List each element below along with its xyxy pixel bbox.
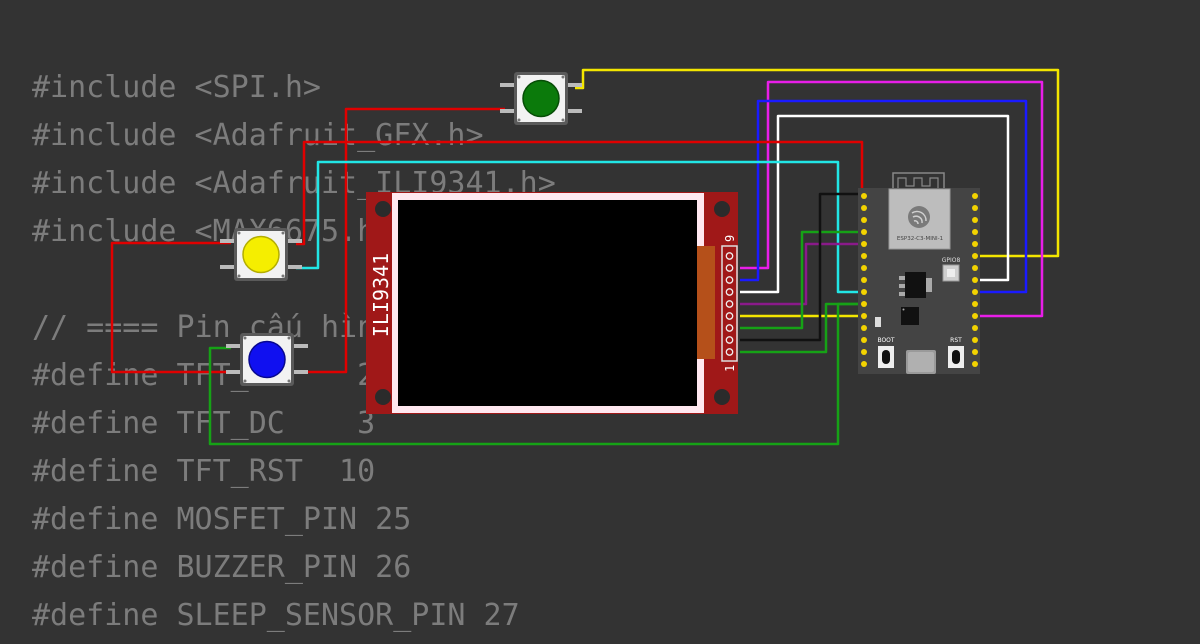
pushbutton-blue[interactable]: [226, 333, 308, 386]
wire-yellow[interactable]: [575, 68, 1060, 258]
pushbutton-green[interactable]: [500, 72, 582, 125]
esp32-module-label: ESP32-C3-MINI-1: [897, 236, 943, 242]
button-cap-blue[interactable]: [248, 340, 286, 379]
code-line: #include <Adafruit_GFX.h>: [32, 118, 484, 153]
wire-red-btn-blue[interactable]: [300, 107, 505, 374]
wire-white[interactable]: [740, 114, 1010, 294]
esp32-right-pins: [972, 193, 978, 367]
code-line: #define TFT_RST 10: [32, 454, 376, 489]
display-pin-header: [721, 245, 738, 362]
button-cap-green[interactable]: [522, 79, 560, 118]
ili9341-display[interactable]: ILI9341 9 1: [366, 192, 738, 414]
display-label: ILI9341: [369, 253, 393, 337]
wire-red-btn-yellow[interactable]: [110, 241, 231, 374]
wire-purple[interactable]: [740, 242, 862, 306]
wire-black[interactable]: [740, 192, 862, 342]
display-pin-first-label: 1: [723, 365, 737, 372]
boot-label: BOOT: [877, 337, 894, 344]
esp32-c3-board[interactable]: ESP32-C3-MINI-1 GPIO8 BOOT RST: [858, 172, 980, 374]
wire-magenta[interactable]: [740, 80, 1044, 318]
gpio8-label: GPIO8: [942, 257, 961, 264]
code-background: #include <SPI.h> #include <Adafruit_GFX.…: [32, 68, 556, 644]
code-line: #define SLEEP_SENSOR_PIN 27: [32, 598, 520, 633]
wire-blue[interactable]: [740, 99, 1028, 294]
wires: [110, 68, 1060, 446]
code-line: #define TFT_DC 3: [32, 406, 376, 441]
wire-green-2[interactable]: [740, 230, 862, 330]
circuit-diagram: ILI9341 9 1 ESP32-C3-MINI-1 GPIO8: [110, 68, 1060, 446]
esp32-left-pins: [861, 193, 867, 367]
rst-label: RST: [950, 337, 962, 344]
espressif-logo-icon: [908, 206, 930, 228]
usb-chip: [901, 307, 919, 325]
pushbutton-yellow[interactable]: [220, 228, 302, 281]
button-cap-yellow[interactable]: [242, 235, 280, 274]
code-line: #include <SPI.h>: [32, 70, 321, 105]
wire-green-long[interactable]: [208, 302, 862, 446]
wire-red-cs[interactable]: [296, 140, 864, 246]
wire-cyan[interactable]: [296, 160, 862, 294]
code-line: #include <Adafruit_ILI9341.h>: [32, 166, 556, 201]
code-line: #define MOSFET_PIN 25: [32, 502, 412, 537]
display-screen: [398, 200, 697, 406]
voltage-regulator: [905, 272, 926, 298]
display-pin-last-label: 9: [723, 235, 737, 242]
code-line: #define BUZZER_PIN 26: [32, 550, 412, 585]
esp32-module: [888, 188, 951, 250]
